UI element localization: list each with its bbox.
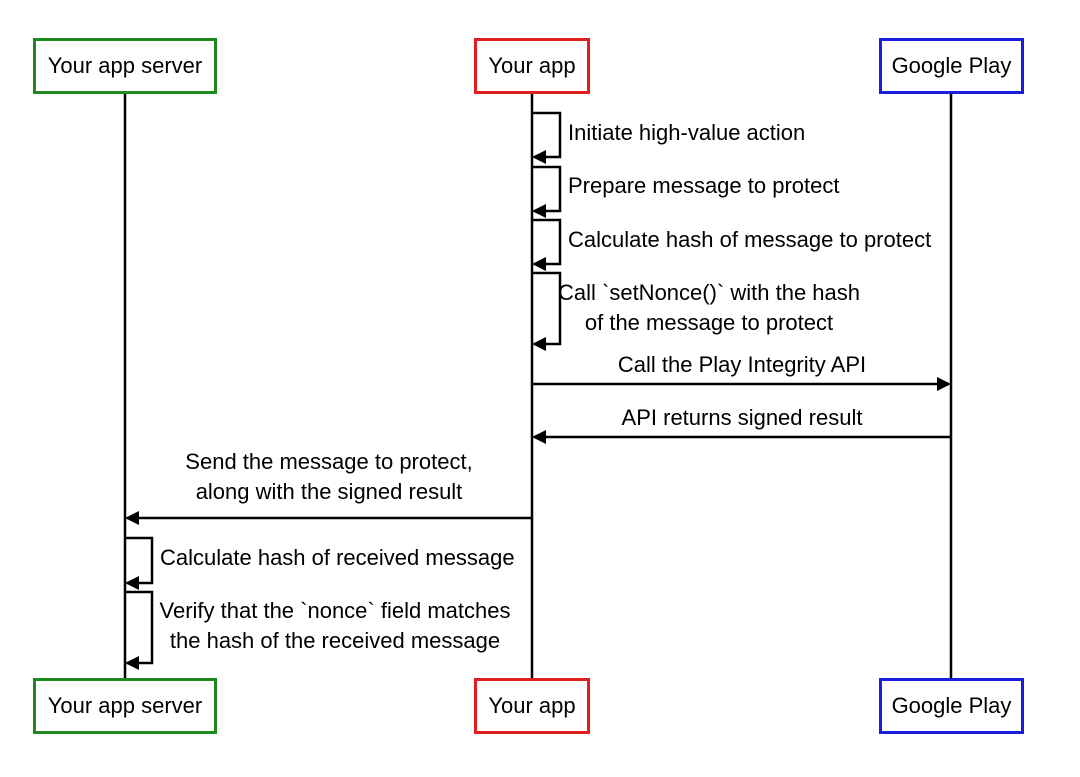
- participant-server-top: Your app server: [33, 38, 217, 94]
- step-hash-label: Calculate hash of message to protect: [568, 227, 932, 252]
- step-initiate-label: Initiate high-value action: [568, 120, 806, 145]
- participant-label: Your app: [488, 693, 576, 718]
- self-arrow-3: [532, 218, 562, 271]
- participant-server-bottom: Your app server: [33, 678, 217, 734]
- step-verify-line2: the hash of the received message: [169, 628, 501, 653]
- participant-label: Your app server: [47, 693, 203, 718]
- self-arrow-6: [125, 590, 154, 670]
- step-server-hash-label: Calculate hash of received message: [160, 545, 515, 570]
- self-arrow-2: [532, 165, 562, 218]
- self-arrow-1: [532, 111, 562, 164]
- step-verify-label: Verify that the `nonce` field matches th…: [160, 596, 511, 656]
- step-send-line2: along with the signed result: [195, 479, 463, 504]
- participant-app-top: Your app: [474, 38, 590, 94]
- participant-label: Your app: [488, 53, 576, 78]
- participant-play-bottom: Google Play: [879, 678, 1024, 734]
- participant-label: Google Play: [891, 53, 1012, 78]
- step-setnonce-label: Call `setNonce()` with the hash of the m…: [558, 278, 860, 338]
- participant-label: Your app server: [47, 53, 203, 78]
- step-verify-line1: Verify that the `nonce` field matches: [159, 598, 511, 623]
- self-arrow-4: [532, 271, 562, 351]
- participant-app-bottom: Your app: [474, 678, 590, 734]
- step-send-line1: Send the message to protect,: [185, 449, 473, 474]
- self-arrow-5: [125, 536, 154, 590]
- step-setnonce-line2: of the message to protect: [584, 310, 834, 335]
- step-prepare-label: Prepare message to protect: [568, 173, 840, 198]
- step-send-message-label: Send the message to protect, along with …: [185, 447, 472, 507]
- participant-label: Google Play: [891, 693, 1012, 718]
- step-api-returns-label: API returns signed result: [621, 405, 863, 430]
- step-call-api-label: Call the Play Integrity API: [617, 352, 867, 377]
- participant-play-top: Google Play: [879, 38, 1024, 94]
- step-setnonce-line1: Call `setNonce()` with the hash: [557, 280, 861, 305]
